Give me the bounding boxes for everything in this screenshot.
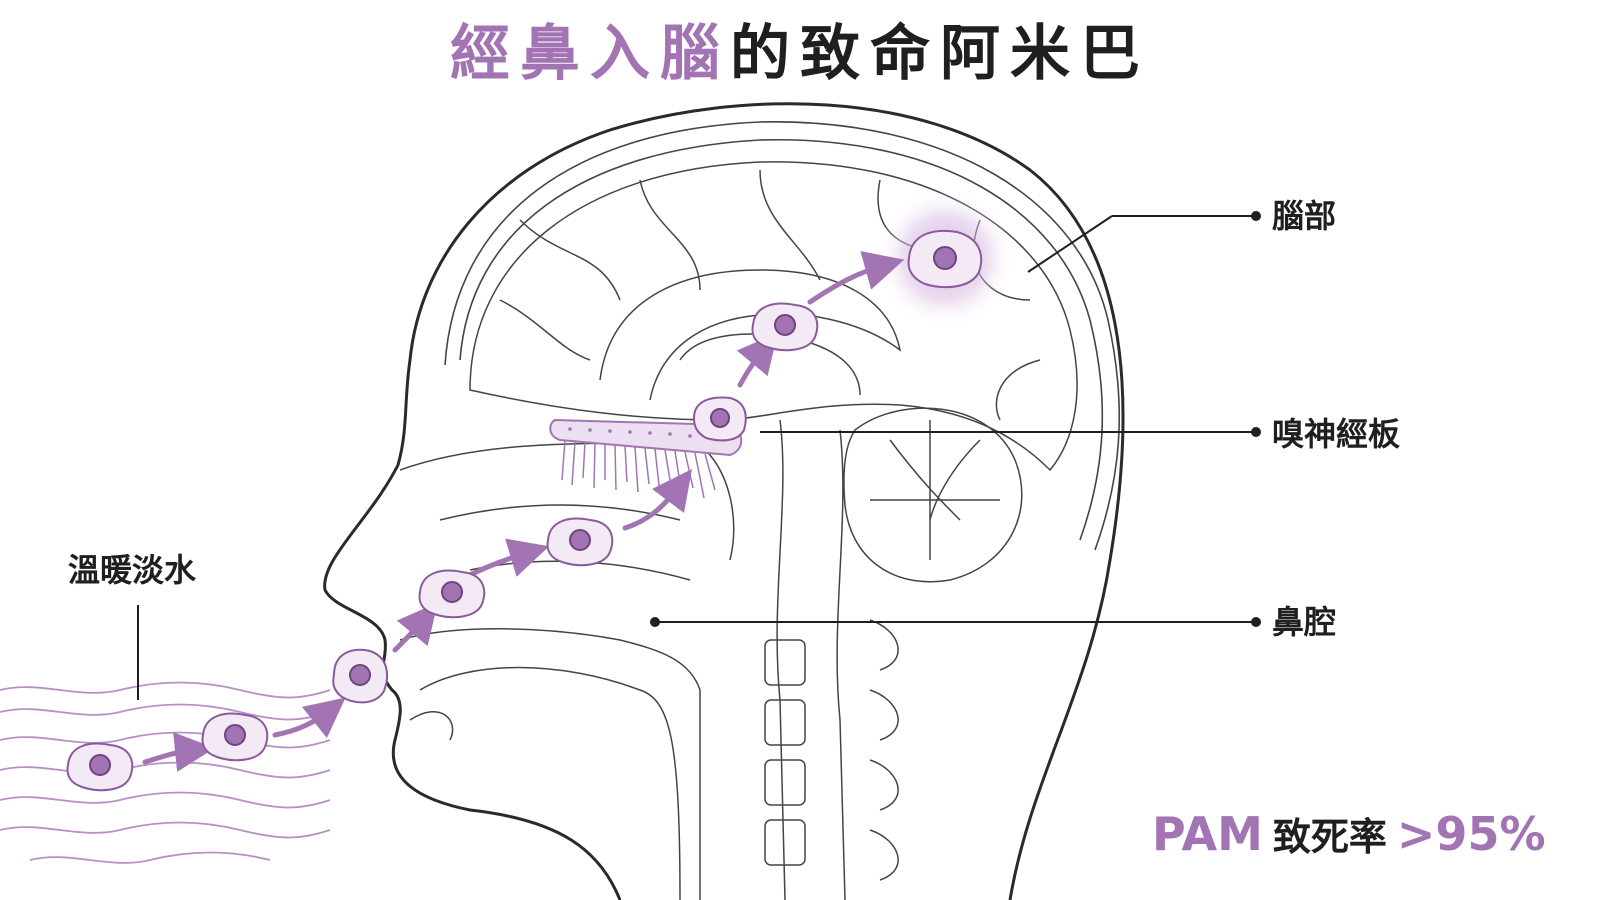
skull: [444, 121, 1121, 551]
cerebellum: [843, 407, 1023, 583]
stat-label: 致死率: [1272, 815, 1387, 859]
nasal-cavity: [399, 442, 735, 900]
spinal-column: [764, 419, 899, 900]
title-highlight: 經鼻入腦: [450, 19, 730, 89]
label-nasal-cavity: 鼻腔: [1272, 603, 1337, 641]
leader-lines: [137, 211, 1261, 700]
water-wave-icon: [0, 681, 331, 864]
page-title: 經鼻入腦的致命阿米巴: [0, 14, 1600, 94]
amoeba-icon: [66, 229, 983, 792]
arrow-icon: [142, 251, 905, 772]
label-warm-freshwater: 溫暖淡水: [68, 551, 197, 589]
head-outline: [323, 102, 1125, 900]
label-cribriform-plate: 嗅神經板: [1272, 415, 1401, 453]
stat-value: >95%: [1396, 807, 1546, 861]
title-rest: 的致命阿米巴: [730, 19, 1150, 89]
label-brain: 腦部: [1272, 197, 1337, 235]
stat-term: PAM: [1152, 807, 1263, 861]
